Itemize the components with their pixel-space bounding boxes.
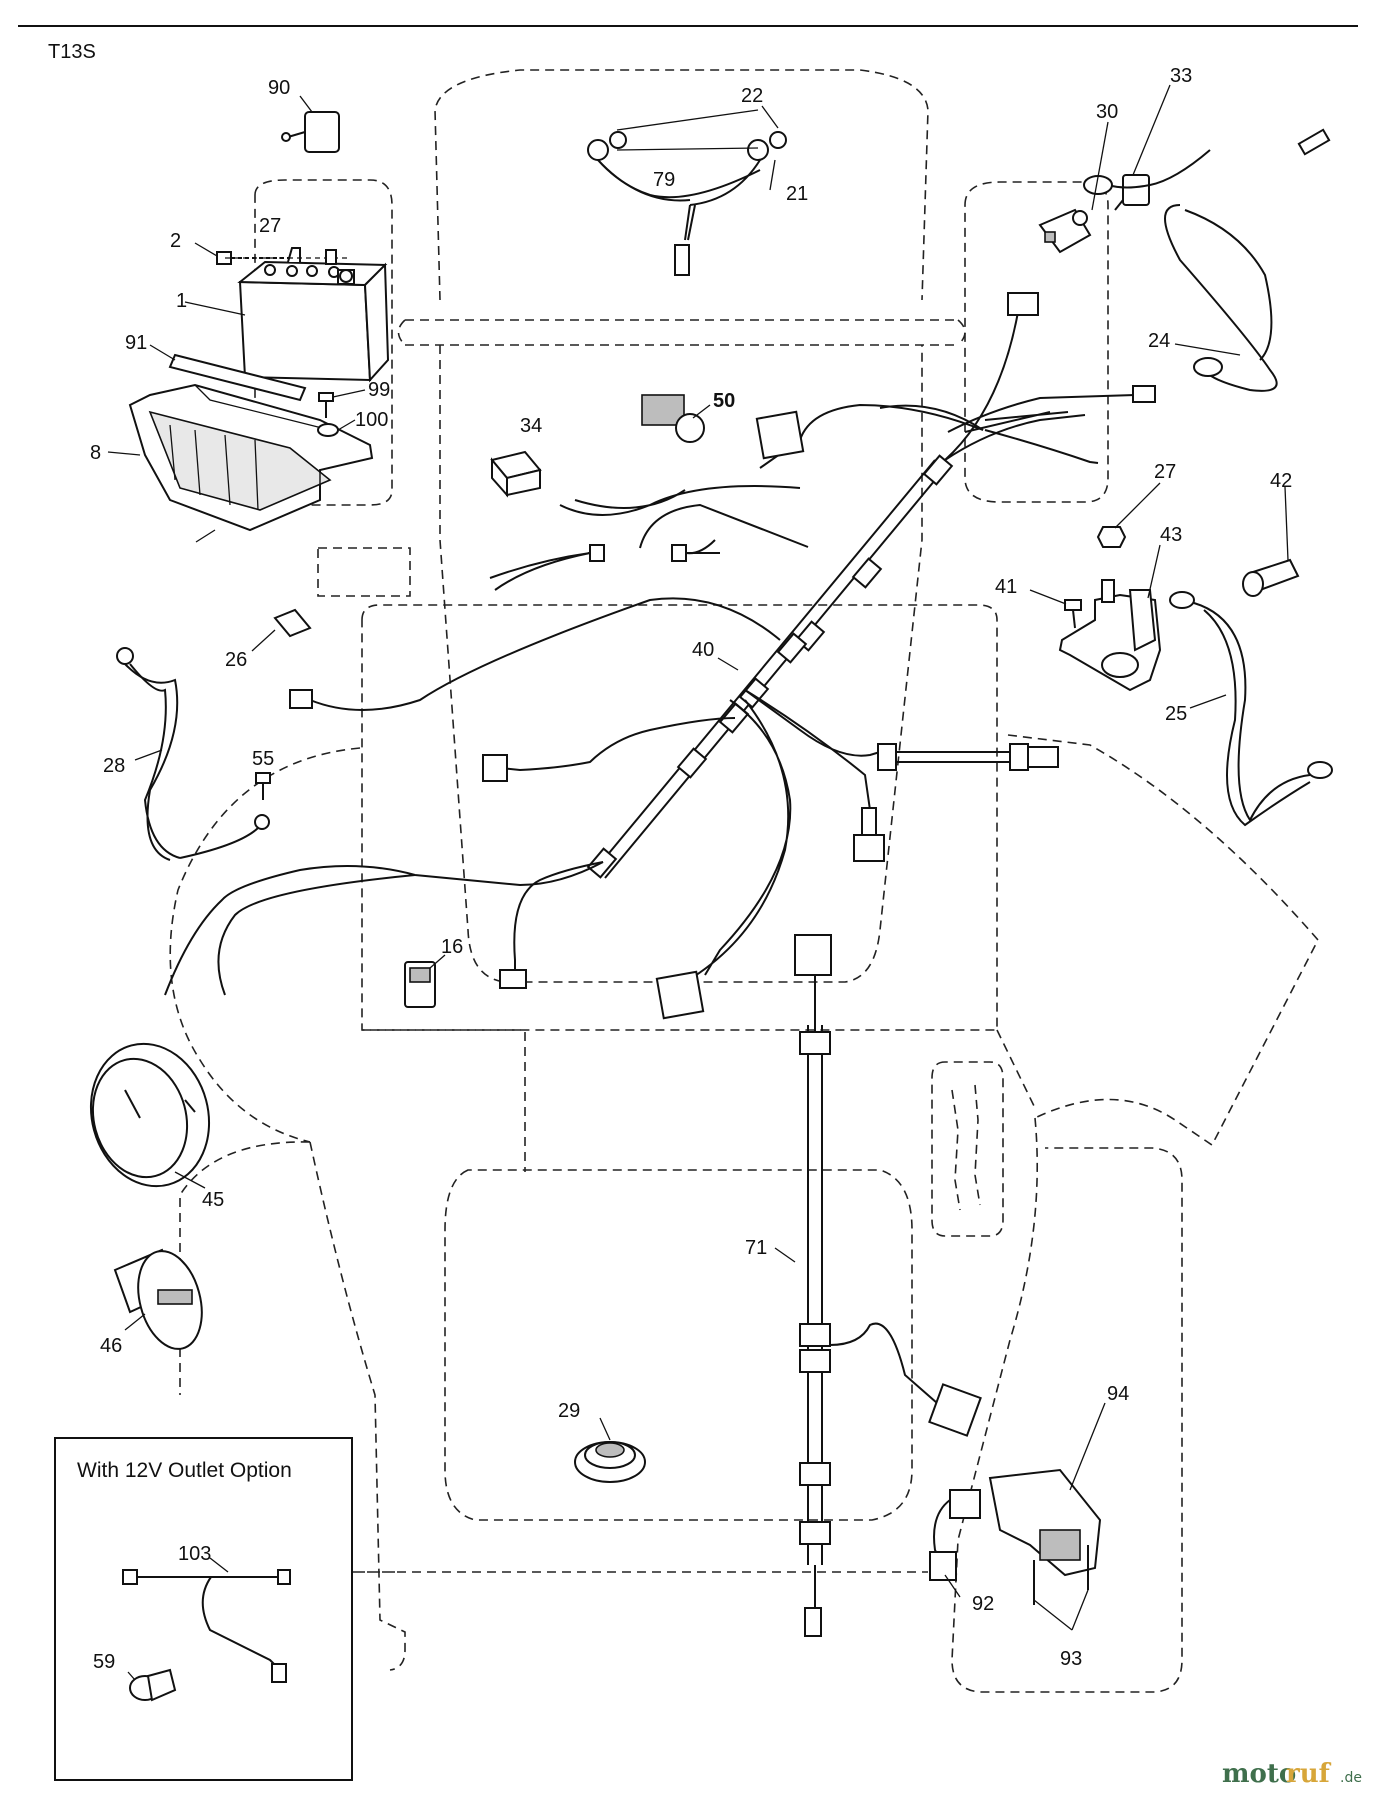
label-1: 1 [176, 290, 187, 312]
connector-left [289, 689, 313, 709]
label-33: 33 [1170, 65, 1192, 87]
label-50: 50 [713, 390, 735, 412]
watermark-brand-a: moto [1222, 1759, 1296, 1789]
label-91: 91 [125, 332, 147, 354]
part-41-screw [1064, 599, 1082, 629]
part-100-nut [317, 423, 339, 437]
connector-pad [755, 410, 805, 460]
label-34: 34 [520, 415, 542, 437]
headlight-harness [587, 109, 787, 276]
part-92-connector [929, 1489, 981, 1581]
label-55: 55 [252, 748, 274, 770]
main-harness [164, 292, 1156, 996]
part-91-strap [168, 353, 307, 402]
option-box-title: With 12V Outlet Option [77, 1459, 292, 1482]
part-93-screws [1033, 1545, 1089, 1605]
part-16-relay [404, 961, 436, 1008]
label-40: 40 [692, 639, 714, 661]
label-45: 45 [202, 1189, 224, 1211]
part-26-fuse [273, 608, 312, 638]
label-2: 2 [170, 230, 181, 252]
label-42: 42 [1270, 470, 1292, 492]
part-46-hour-meter [113, 1248, 203, 1350]
label-8: 8 [90, 442, 101, 464]
part-25-cable [1169, 591, 1333, 827]
part-50-switch [641, 394, 705, 443]
label-16: 16 [441, 936, 463, 958]
part-42-boot [1242, 558, 1300, 597]
label-93: 93 [1060, 1648, 1082, 1670]
label-103: 103 [178, 1543, 211, 1565]
label-94: 94 [1107, 1383, 1129, 1405]
label-43: 43 [1160, 524, 1182, 546]
chassis-outline [169, 69, 1319, 1693]
part-labels: 90 22 79 21 30 33 27 2 1 91 99 100 8 50 … [90, 65, 1292, 1673]
part-90-connector [281, 111, 340, 153]
label-41: 41 [995, 576, 1017, 598]
part-55-screw [255, 772, 271, 800]
model-label: T13S [48, 41, 96, 63]
part-43-solenoid [1058, 579, 1162, 692]
part-29-grommet [574, 1441, 646, 1483]
label-24: 24 [1148, 330, 1170, 352]
part-1-battery [237, 247, 390, 383]
label-29: 29 [558, 1400, 580, 1422]
label-90: 90 [268, 77, 290, 99]
label-22: 22 [741, 85, 763, 107]
connector-front [655, 970, 705, 1020]
label-46: 46 [100, 1335, 122, 1357]
part-2-bolt [216, 249, 348, 265]
label-100: 100 [355, 409, 388, 431]
label-99: 99 [368, 379, 390, 401]
watermark-tld: .de [1340, 1770, 1362, 1786]
part-27-nut [1096, 526, 1127, 548]
part-28-cable [116, 647, 270, 861]
label-21: 21 [786, 183, 808, 205]
label-27b: 27 [1154, 461, 1176, 483]
label-92: 92 [972, 1593, 994, 1615]
harness-71 [794, 934, 982, 1637]
part-99-screw [318, 392, 334, 418]
label-59: 59 [93, 1651, 115, 1673]
part-34-switch [490, 450, 542, 498]
part-94-seat-switch [988, 1468, 1102, 1577]
label-25: 25 [1165, 703, 1187, 725]
part-30-ignition-switch [1038, 208, 1092, 254]
watermark-logo: moto ruf .de [1222, 1759, 1362, 1789]
watermark-brand-b: ruf [1286, 1759, 1332, 1789]
label-27a: 27 [259, 215, 281, 237]
part-33-key [1114, 174, 1150, 211]
option-box [54, 1437, 353, 1781]
label-30: 30 [1096, 101, 1118, 123]
part-45-gauge [89, 1042, 211, 1188]
part-8-battery-tray [128, 383, 374, 532]
leader-lines [107, 84, 1289, 1631]
label-28: 28 [103, 755, 125, 777]
label-71: 71 [745, 1237, 767, 1259]
part-24-cable [1083, 128, 1331, 392]
label-79: 79 [653, 169, 675, 191]
label-26: 26 [225, 649, 247, 671]
